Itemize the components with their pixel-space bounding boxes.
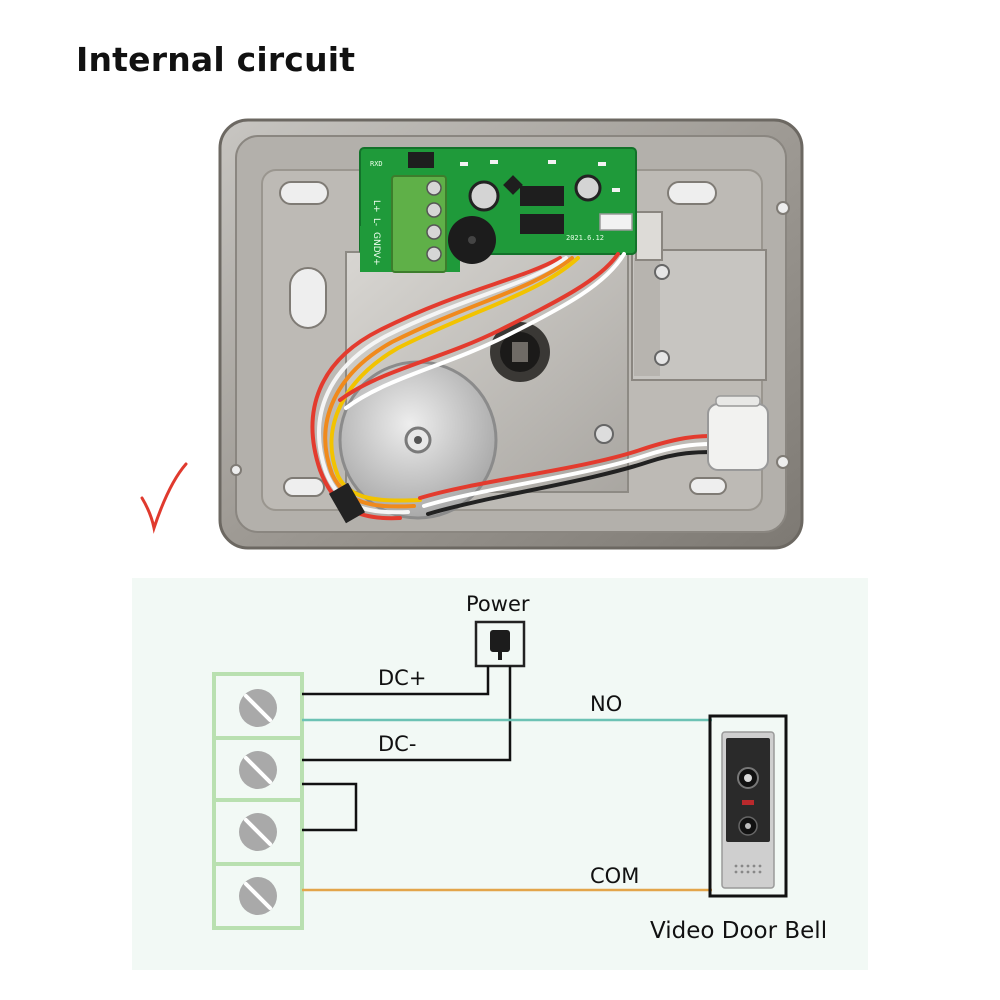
- wire-label-dc-minus: DC-: [378, 732, 417, 756]
- power-adapter-icon: [490, 630, 510, 652]
- mount-slot: [667, 181, 717, 205]
- power-label: Power: [466, 592, 530, 616]
- board-connector: [599, 213, 633, 231]
- mount-hole: [230, 464, 242, 476]
- ic-chip: [520, 214, 564, 234]
- mount-slot: [689, 477, 727, 495]
- power-supply-box: [474, 620, 526, 668]
- svg-text:RXD: RXD: [370, 160, 383, 168]
- wire-dc-minus: [302, 666, 512, 762]
- board-terminal-label: GND: [371, 232, 381, 253]
- mount-slot: [283, 477, 325, 497]
- board-terminal-label: L-: [371, 218, 381, 226]
- terminal-block: [212, 672, 304, 930]
- video-door-bell-icon: [721, 731, 775, 889]
- wire-label-dc-plus: DC+: [378, 666, 427, 690]
- mount-hole: [776, 455, 790, 469]
- board-date-code: 2021.6.12: [566, 234, 604, 242]
- doorbell-label: Video Door Bell: [650, 918, 828, 944]
- board-terminal-label: V+: [371, 252, 381, 266]
- mount-slot: [289, 267, 327, 329]
- wire-dc-plus: [302, 666, 490, 696]
- capacitor: [468, 180, 500, 212]
- page-title: Internal circuit: [76, 40, 356, 79]
- capacitor: [574, 174, 602, 202]
- wire-label-com: COM: [590, 864, 640, 888]
- board-terminal-label: L+: [371, 200, 381, 213]
- mount-hole: [776, 201, 790, 215]
- mount-slot: [279, 181, 329, 205]
- internal-circuit-photo: RXD 2021.6.12 L+ L- GND V+: [218, 118, 804, 550]
- check-mark-icon: [140, 462, 188, 534]
- doorbell-frame: [708, 714, 788, 898]
- ic-chip: [520, 186, 564, 206]
- wire-label-no: NO: [590, 692, 623, 716]
- wire-jumper: [302, 782, 358, 832]
